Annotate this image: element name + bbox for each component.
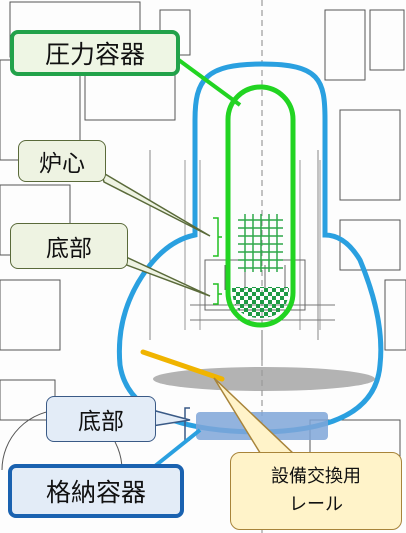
room-outline [0,279,61,351]
room-outline [384,279,406,351]
bottom-upper-label: 底部 [10,223,128,269]
pressure-vessel-outline [225,84,296,328]
pressure-vessel-label: 圧力容器 [10,30,180,76]
room-outline [324,9,366,81]
rail-label-line1: 設備交換用 [271,466,361,487]
core-bracket [213,217,222,257]
pressure-vessel-leader [174,56,242,107]
bottom-bracket [213,283,222,305]
floor-ellipse [153,367,375,391]
room-outline [369,9,405,71]
rail-label-line2: レール [289,494,343,515]
room-outline [339,109,401,201]
bottom-lower-label: 底部 [46,396,156,442]
containment-vessel-label: 格納容器 [8,464,184,518]
core-grid [238,214,283,272]
core-label: 炉心 [18,140,106,182]
equipment-exchange-rail-label: 設備交換用 レール [230,452,402,530]
containment-leader [148,428,202,472]
vessel-bottom-checker [232,287,289,318]
room-outline [339,219,401,271]
equipment-exchange-rail [140,349,225,382]
